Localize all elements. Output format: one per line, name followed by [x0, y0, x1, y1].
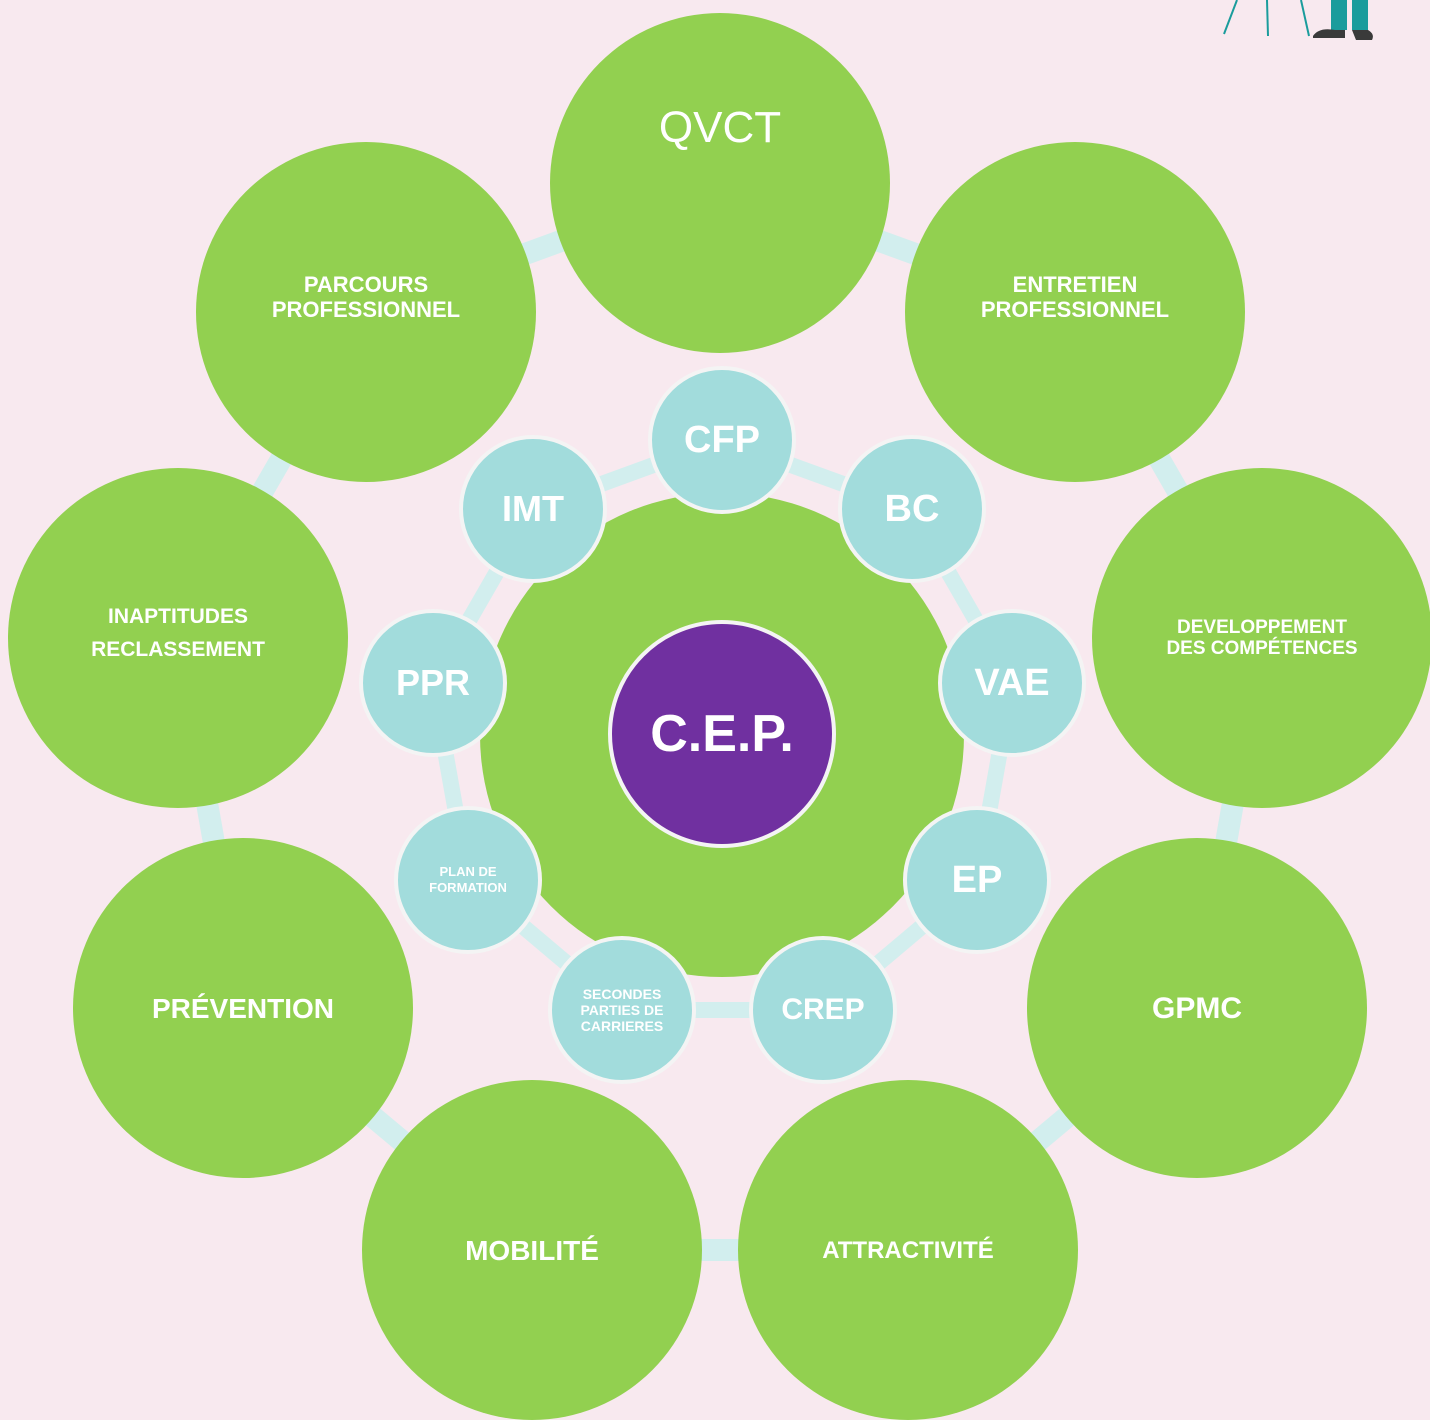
node-label: ATTRACTIVITÉ [822, 1236, 994, 1264]
node-label: CFP [684, 418, 760, 461]
node-attractivite: ATTRACTIVITÉ [738, 1080, 1078, 1420]
node-label: BC [884, 487, 940, 530]
node-mobilite: MOBILITÉ [362, 1080, 702, 1420]
node-crep: CREP [749, 936, 897, 1084]
node-imt: IMT [459, 435, 607, 583]
node-qvct: QVCT [550, 13, 890, 353]
center-circle: C.E.P. [608, 620, 836, 848]
node-label: PPR [395, 662, 471, 703]
node-label: DEVELOPPEMENT DES COMPÉTENCES [1166, 617, 1358, 659]
node-gpmc: GPMC [1027, 838, 1367, 1178]
node-label: PRÉVENTION [151, 992, 335, 1024]
node-label: EP [951, 858, 1003, 901]
node-vae: VAE [938, 609, 1086, 757]
node-label: MOBILITÉ [465, 1234, 599, 1266]
node-developpement-competences: DEVELOPPEMENT DES COMPÉTENCES [1092, 468, 1430, 808]
person-illustration [1223, 0, 1373, 40]
node-parcours-professionnel: PARCOURS PROFESSIONNEL [196, 142, 536, 482]
node-entretien-professionnel: ENTRETIEN PROFESSIONNEL [905, 142, 1245, 482]
node-label: VAE [974, 661, 1050, 704]
node-secondes-parties-carrieres: SECONDES PARTIES DE CARRIERES [548, 936, 696, 1084]
node-ppr: PPR [359, 609, 507, 757]
node-label: ENTRETIEN PROFESSIONNEL [980, 272, 1170, 322]
node-label: CREP [781, 993, 865, 1026]
node-label: GPMC [1152, 991, 1242, 1025]
node-label: PARCOURS PROFESSIONNEL [271, 272, 461, 322]
node-prevention: PRÉVENTION [73, 838, 413, 1178]
center-label: C.E.P. [650, 705, 794, 763]
node-label: IMT [502, 488, 564, 529]
node-label: QVCT [658, 103, 782, 152]
node-label: INAPTITUDES RECLASSEMENT [91, 605, 265, 661]
node-label: SECONDES PARTIES DE CARRIERES [580, 986, 664, 1034]
node-label: PLAN DE FORMATION [429, 864, 507, 895]
node-bc: BC [838, 435, 986, 583]
node-ep: EP [903, 806, 1051, 954]
node-cfp: CFP [648, 366, 796, 514]
node-inaptitudes-reclassement: INAPTITUDES RECLASSEMENT [8, 468, 348, 808]
node-plan-formation: PLAN DE FORMATION [394, 806, 542, 954]
